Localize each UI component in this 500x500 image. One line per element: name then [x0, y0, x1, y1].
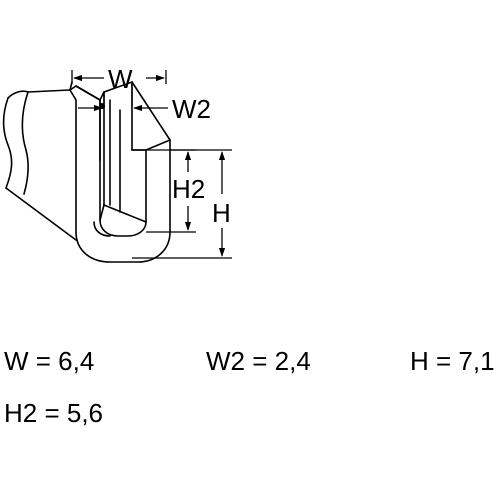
spec-height: H = 7,1 [410, 346, 495, 376]
left-break-edge [2, 97, 13, 189]
w-label: W [108, 64, 133, 94]
front-u-outer [69, 89, 171, 263]
left-wall-top [7, 89, 71, 99]
spec-width: W = 6,4 [4, 346, 95, 376]
spec-slot-width: W2 = 2,4 [206, 346, 311, 376]
u-channel-body [2, 81, 171, 263]
spec-slot-height: H2 = 5,6 [4, 398, 104, 428]
front-u-inner [99, 99, 147, 237]
h-label: H [212, 198, 231, 228]
h2-label: H2 [172, 174, 205, 204]
reference-dot [99, 103, 105, 109]
u-channel-profile-drawing: W W2 H2 H [2, 64, 232, 263]
dimension-lines [71, 70, 232, 259]
right-arm-top [131, 81, 171, 141]
w2-label: W2 [172, 94, 211, 124]
